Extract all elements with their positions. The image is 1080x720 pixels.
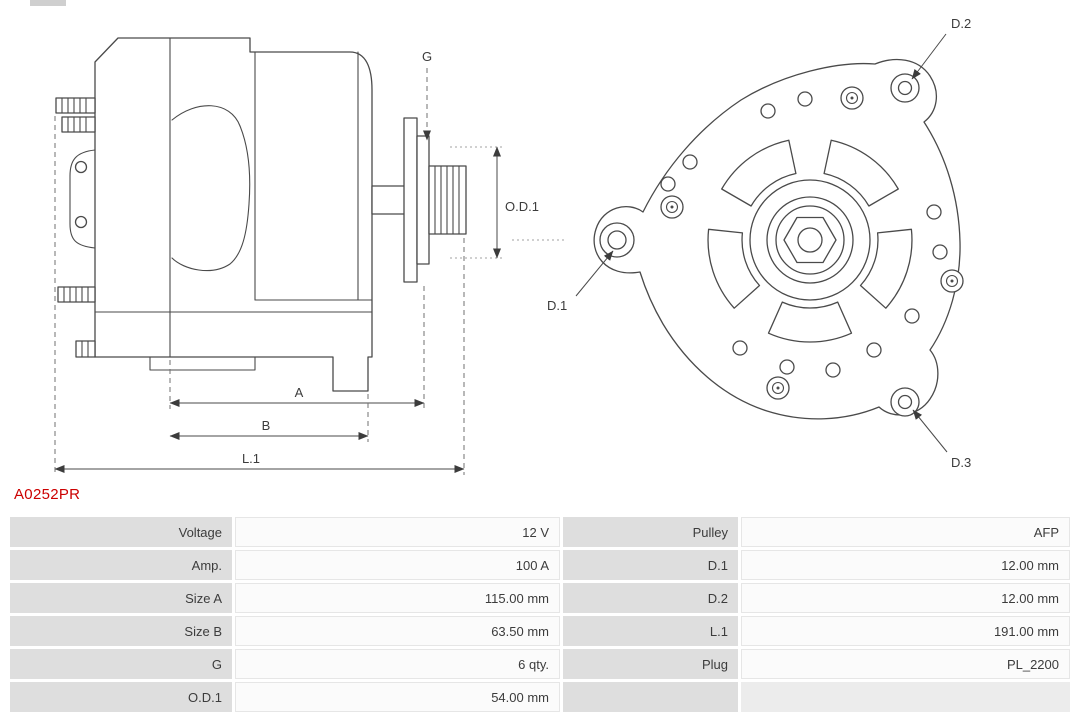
dim-label-b: B	[262, 418, 271, 433]
spec-label: O.D.1	[10, 682, 232, 712]
top-edge-artifact	[30, 0, 66, 6]
spec-label: G	[10, 649, 232, 679]
pulley-hub-front	[749, 179, 871, 301]
spec-value: 115.00 mm	[235, 583, 560, 613]
spec-label: Voltage	[10, 517, 232, 547]
spec-cell-empty	[563, 682, 738, 712]
spec-value: 6 qty.	[235, 649, 560, 679]
spec-value: 12 V	[235, 517, 560, 547]
spec-label: Pulley	[563, 517, 738, 547]
mounting-studs	[55, 97, 96, 358]
spec-label: Size B	[10, 616, 232, 646]
through-bolt-screws	[660, 86, 964, 400]
alternator-technical-drawing: G O.D.1 A B L.1	[54, 16, 971, 475]
spec-label: Size A	[10, 583, 232, 613]
side-body-details	[94, 37, 373, 371]
spec-value: 100 A	[235, 550, 560, 580]
spec-label: D.2	[563, 583, 738, 613]
dim-label-l1: L.1	[242, 451, 260, 466]
spec-label: Plug	[563, 649, 738, 679]
part-number: A0252PR	[14, 486, 81, 503]
mounting-ear-holes	[599, 73, 920, 417]
ventilation-holes	[660, 91, 948, 378]
spec-table: Voltage 12 V Pulley AFP Amp. 100 A D.1 1…	[10, 517, 1070, 712]
spec-value: 54.00 mm	[235, 682, 560, 712]
spec-cell-empty	[741, 682, 1070, 712]
spec-label: D.1	[563, 550, 738, 580]
spec-label: Amp.	[10, 550, 232, 580]
side-body-outline	[94, 37, 373, 392]
dim-label-d1: D.1	[547, 298, 567, 313]
dim-label-d3: D.3	[951, 455, 971, 470]
dim-label-g: G	[422, 49, 432, 64]
alternator-side-view-diagram: G O.D.1 A B L.1	[54, 37, 566, 475]
spec-value: 12.00 mm	[741, 583, 1070, 613]
spec-value: AFP	[741, 517, 1070, 547]
pulley-side	[403, 117, 467, 283]
spec-value: PL_2200	[741, 649, 1070, 679]
dim-label-od1: O.D.1	[505, 199, 539, 214]
spec-value: 63.50 mm	[235, 616, 560, 646]
dim-label-a: A	[295, 385, 304, 400]
vent-slots	[707, 139, 913, 343]
spec-value: 12.00 mm	[741, 550, 1070, 580]
dim-label-d2: D.2	[951, 16, 971, 31]
spec-label: L.1	[563, 616, 738, 646]
spec-value: 191.00 mm	[741, 616, 1070, 646]
alternator-front-view-diagram: D.2 D.1 D.3	[547, 16, 971, 470]
shaft	[371, 185, 407, 215]
